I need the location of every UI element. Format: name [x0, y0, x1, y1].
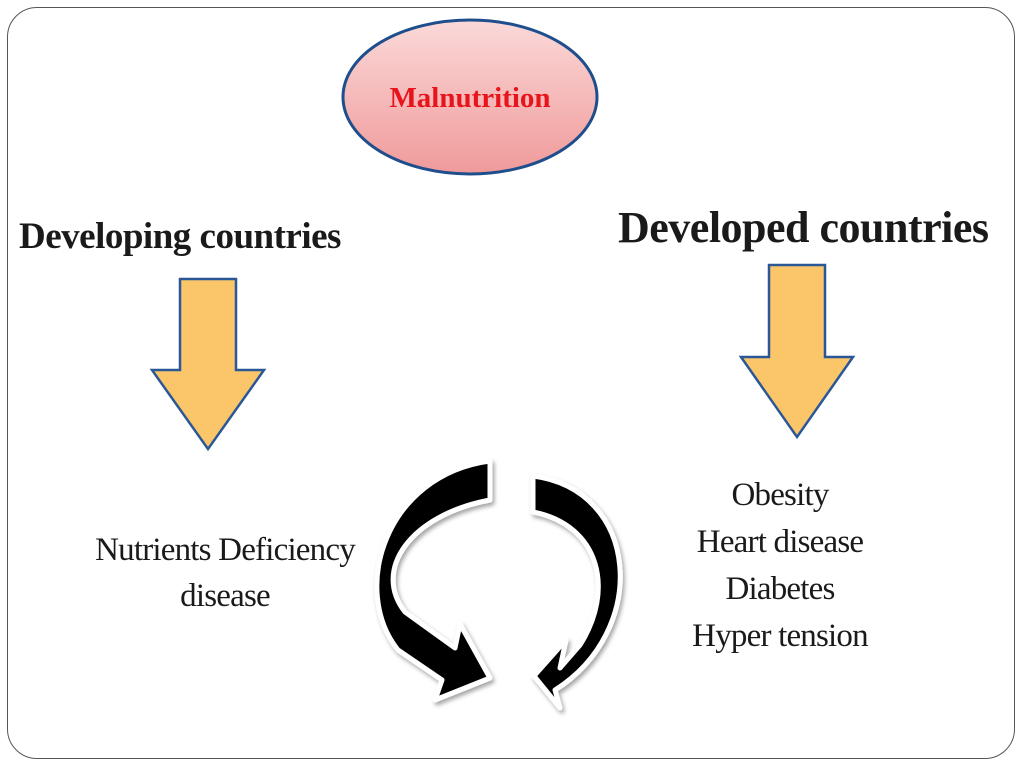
outcome-line: Nutrients Deficiency — [95, 532, 356, 568]
developed-countries-heading: Developed countries — [618, 203, 989, 252]
cycle-arrows — [374, 458, 623, 711]
cycle-arrow-right-body — [530, 473, 623, 711]
outcome-line: disease — [180, 578, 271, 614]
outcome-line: Heart disease — [696, 524, 864, 560]
title-text: Malnutrition — [389, 82, 550, 114]
outcome-line: Diabetes — [725, 571, 835, 607]
right-down-arrow — [738, 263, 856, 440]
outcome-line: Obesity — [731, 477, 829, 513]
developing-countries-heading: Developing countries — [19, 216, 341, 257]
developed-outcome-list: Obesity Heart disease Diabetes Hyper ten… — [660, 472, 900, 660]
title-node: Malnutrition — [341, 18, 599, 176]
left-down-arrow — [149, 277, 267, 452]
title-ellipse — [341, 18, 599, 176]
cycle-arrow-left — [374, 458, 493, 703]
developing-outcome-list: Nutrients Deficiency disease — [80, 527, 370, 619]
outcome-line: Hyper tension — [692, 618, 868, 654]
slide-frame — [7, 7, 1015, 759]
